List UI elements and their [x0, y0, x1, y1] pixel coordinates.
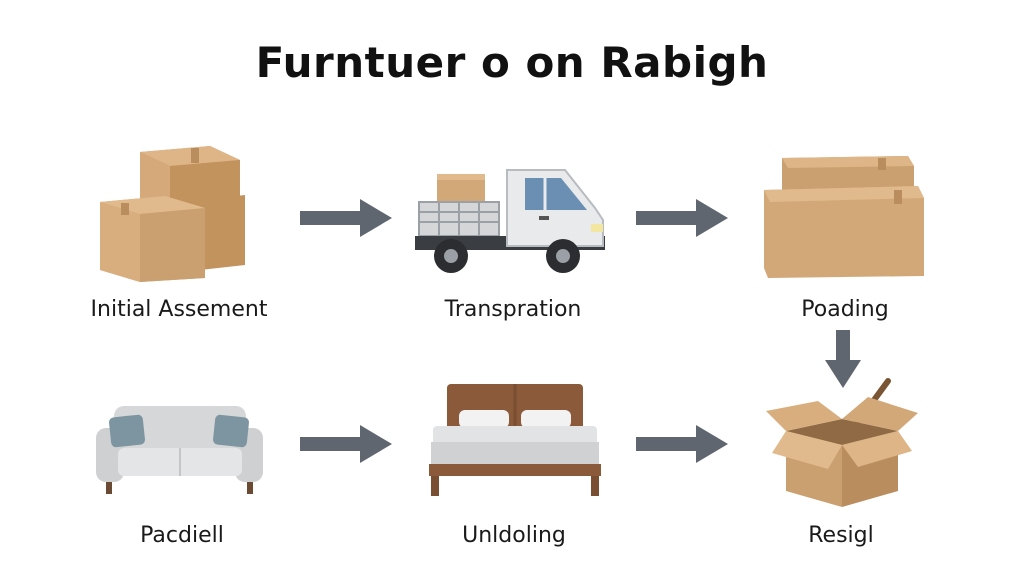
- open-box-icon: [766, 378, 918, 507]
- sofa-icon: [96, 406, 263, 494]
- step-label-reassembly: Resigl: [808, 523, 874, 548]
- arrow-down-icon: [825, 330, 861, 388]
- step-label-initial-assessment: Initial Assement: [90, 297, 268, 322]
- step-label-unloading: Unldoling: [462, 523, 566, 548]
- step-label-loading: Poading: [801, 297, 889, 322]
- arrow-right-icon: [300, 425, 392, 463]
- step-label-transportation: Transpration: [444, 297, 582, 322]
- wide-boxes-icon: [764, 156, 924, 278]
- bed-icon: [429, 384, 601, 496]
- stacked-boxes-icon: [100, 146, 245, 282]
- truck-icon: [415, 169, 605, 273]
- diagram-title: Furntuer o on Rabigh: [255, 38, 769, 87]
- arrow-right-icon: [300, 199, 392, 237]
- step-label-packing: Pacdiell: [140, 523, 224, 548]
- arrow-right-icon: [636, 199, 728, 237]
- arrow-right-icon: [636, 425, 728, 463]
